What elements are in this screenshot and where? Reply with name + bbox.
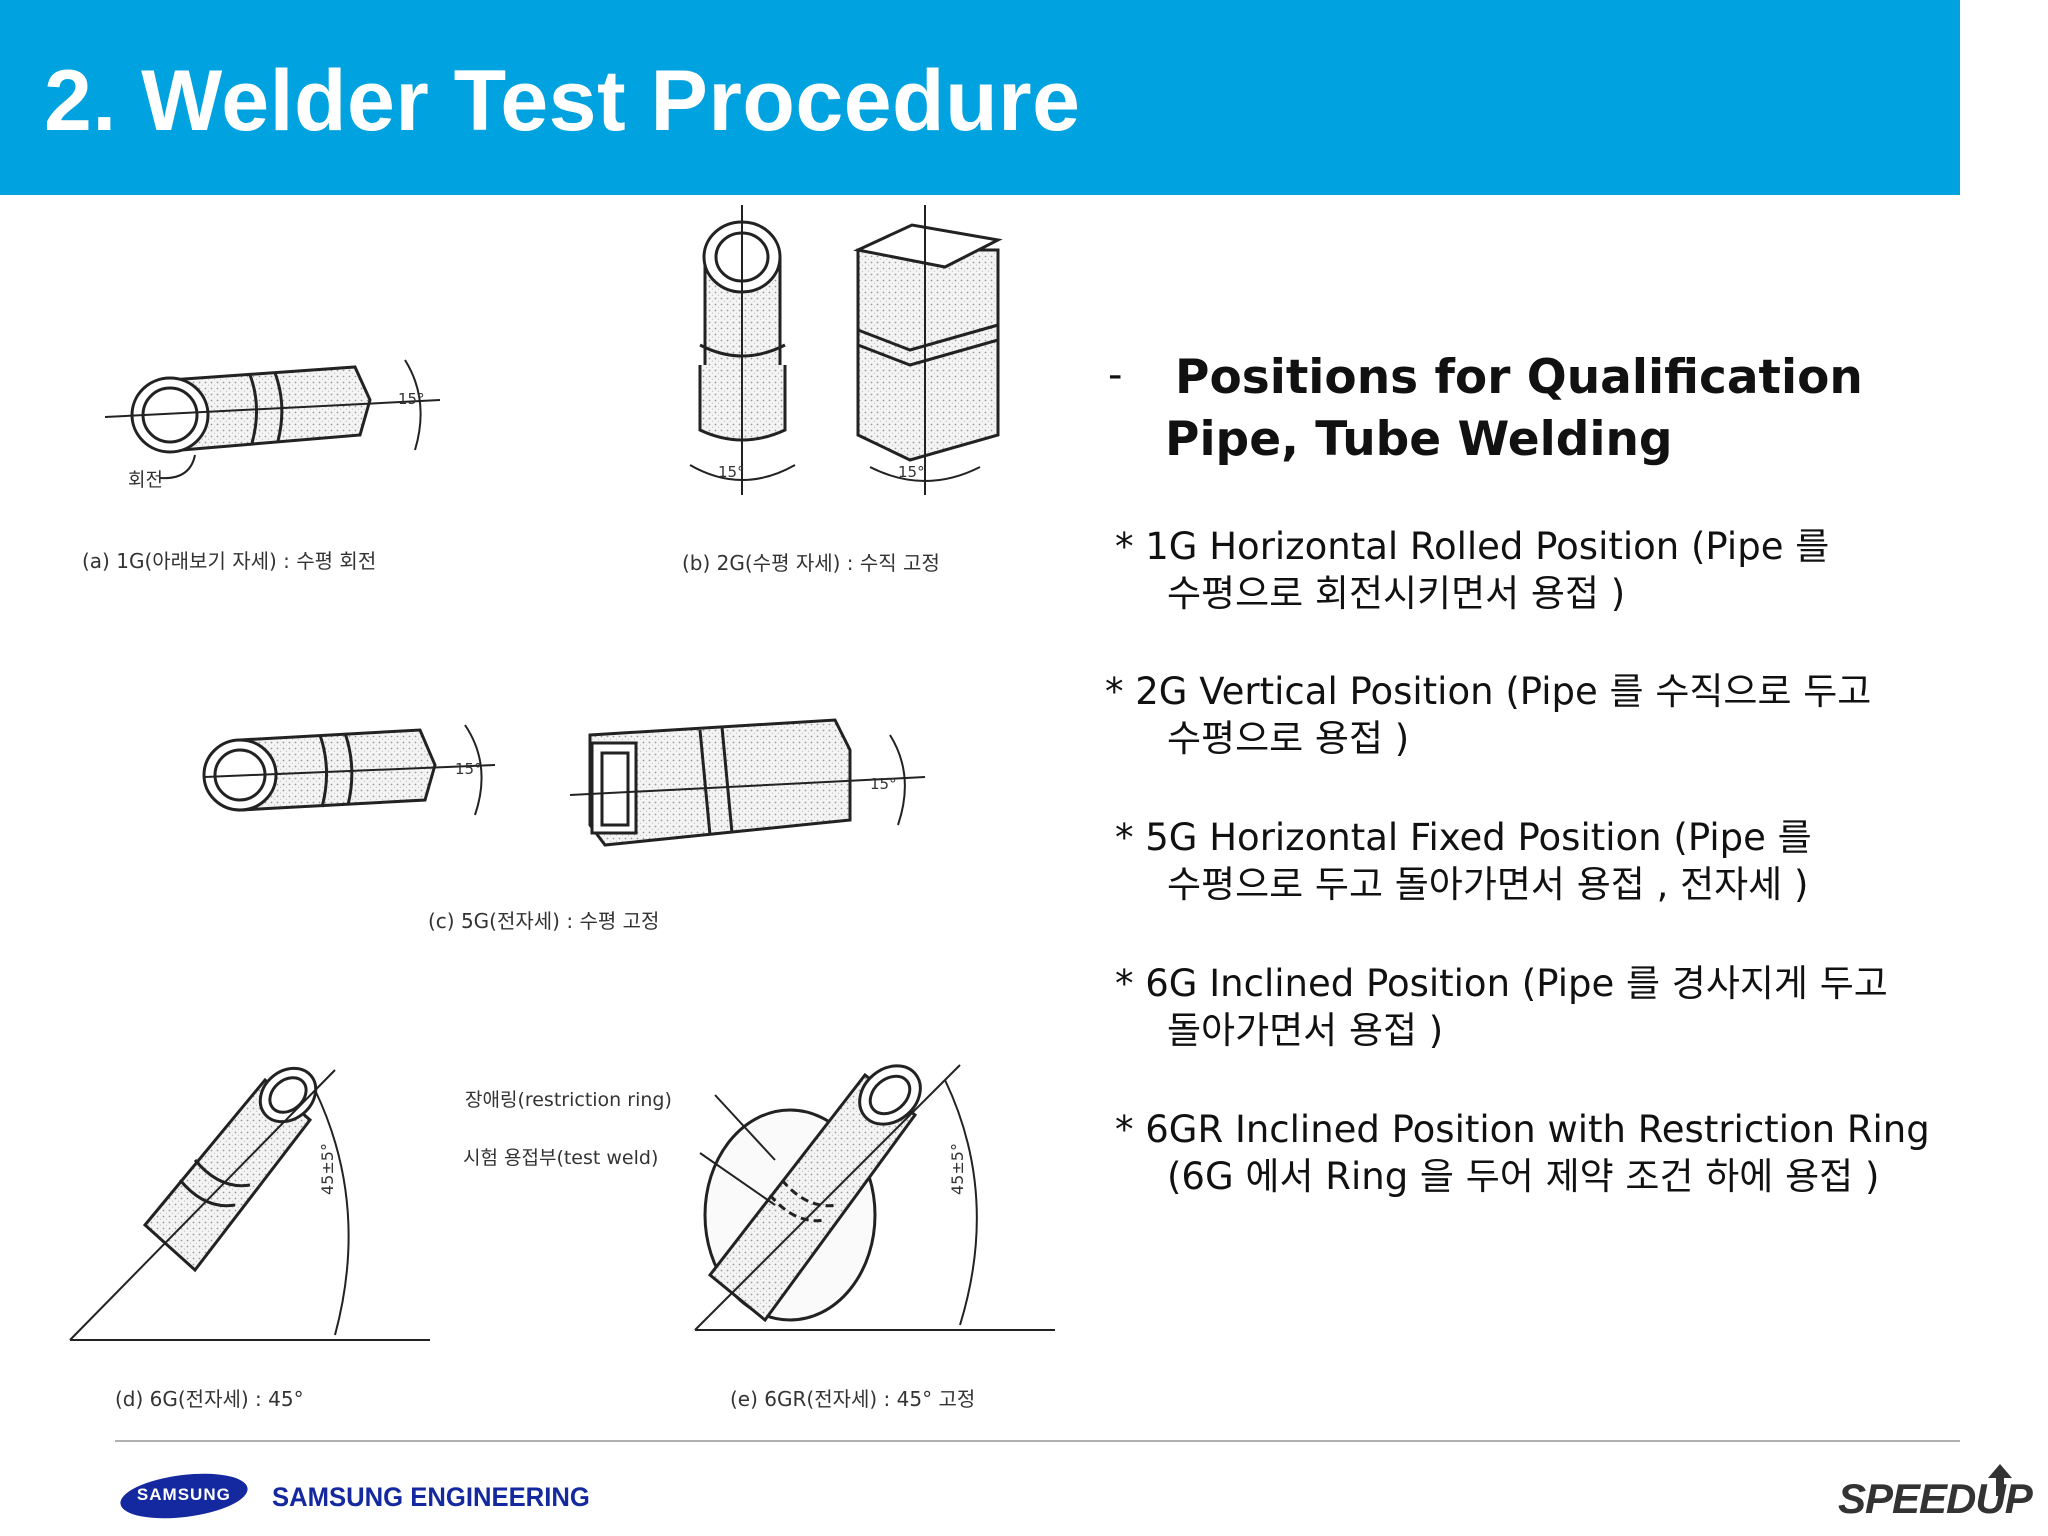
- company-name: SAMSUNG ENGINEERING: [272, 1482, 590, 1512]
- welding-positions-drawing: [69, 205, 1055, 1341]
- tube-5g-drawing: [569, 718, 926, 847]
- item-1g-line2: 수평으로 회전시키면서 용접 ): [1167, 572, 1626, 615]
- restriction-ring-label: 장애링(restriction ring): [465, 1089, 672, 1111]
- footer-divider: [115, 1440, 1960, 1442]
- position-item-6gr: * 6GR Inclined Position with Restriction…: [1115, 1106, 1930, 1200]
- item-2g-line2: 수평으로 용접 ): [1167, 717, 1410, 760]
- position-item-6g: * 6G Inclined Position (Pipe 를 경사지게 두고 돌…: [1115, 960, 1888, 1054]
- heading-line-2: Pipe, Tube Welding: [1165, 412, 1673, 467]
- position-item-5g: * 5G Horizontal Fixed Position (Pipe 를 수…: [1115, 814, 1812, 908]
- angle-label-5g-tube: 15°: [870, 775, 897, 793]
- caption-6gr: (e) 6GR(전자세) : 45° 고정: [730, 1387, 976, 1411]
- pipe-2g-drawing: [689, 205, 796, 495]
- item-2g-line1: * 2G Vertical Position (Pipe 를 수직으로 두고: [1105, 670, 1872, 713]
- item-5g-line1: * 5G Horizontal Fixed Position (Pipe 를: [1115, 816, 1812, 859]
- angle-label-2g: 15°: [718, 463, 745, 481]
- angle-label-6g: 45±5°: [318, 1143, 337, 1195]
- angle-label-6gr: 45±5°: [948, 1143, 967, 1195]
- angle-label-1g: 15°: [398, 390, 425, 408]
- speedup-arrow-icon: [1988, 1464, 2012, 1496]
- item-6gr-line1: * 6GR Inclined Position with Restriction…: [1115, 1108, 1930, 1151]
- title-banner: 2. Welder Test Procedure: [0, 0, 1960, 195]
- rotation-label: 회전: [128, 469, 163, 491]
- pipe-6g-drawing: [69, 1066, 430, 1341]
- item-6gr-line2: (6G 에서 Ring 을 두어 제약 조건 하에 용접 ): [1167, 1155, 1880, 1198]
- caption-1g: (a) 1G(아래보기 자세) : 수평 회전: [82, 549, 377, 573]
- caption-6g: (d) 6G(전자세) : 45°: [115, 1387, 304, 1411]
- angle-label-2g-tube: 15°: [898, 463, 925, 481]
- position-item-2g: * 2G Vertical Position (Pipe 를 수직으로 두고 수…: [1105, 668, 1871, 762]
- welding-positions-figure: 회전 15° 15° 15° 15° 15° 45±5° 45±5° 장애링(r…: [0, 195, 1080, 1435]
- position-item-1g: * 1G Horizontal Rolled Position (Pipe 를 …: [1115, 523, 1829, 617]
- heading-dash: -: [1108, 352, 1123, 398]
- item-1g-line1: * 1G Horizontal Rolled Position (Pipe 를: [1115, 525, 1830, 568]
- caption-5g: (c) 5G(전자세) : 수평 고정: [428, 909, 660, 933]
- pipe-1g-drawing: [104, 359, 441, 480]
- tube-2g-drawing: [853, 205, 1003, 495]
- item-5g-line2: 수평으로 두고 돌아가면서 용접 , 전자세 ): [1167, 863, 1809, 906]
- pipe-6gr-drawing: [694, 1064, 1055, 1331]
- test-weld-label: 시험 용접부(test weld): [463, 1147, 659, 1169]
- item-6g-line1: * 6G Inclined Position (Pipe 를 경사지게 두고: [1115, 962, 1888, 1005]
- pipe-5g-drawing: [202, 724, 496, 816]
- page-title: 2. Welder Test Procedure: [44, 53, 1081, 149]
- item-6g-line2: 돌아가면서 용접 ): [1167, 1009, 1444, 1052]
- samsung-logo: SAMSUNG: [117, 1467, 251, 1525]
- caption-2g: (b) 2G(수평 자세) : 수직 고정: [682, 551, 940, 575]
- samsung-logo-text: SAMSUNG: [136, 1485, 231, 1505]
- angle-label-5g: 15°: [455, 760, 482, 778]
- heading-line-1: Positions for Qualification: [1175, 350, 1863, 405]
